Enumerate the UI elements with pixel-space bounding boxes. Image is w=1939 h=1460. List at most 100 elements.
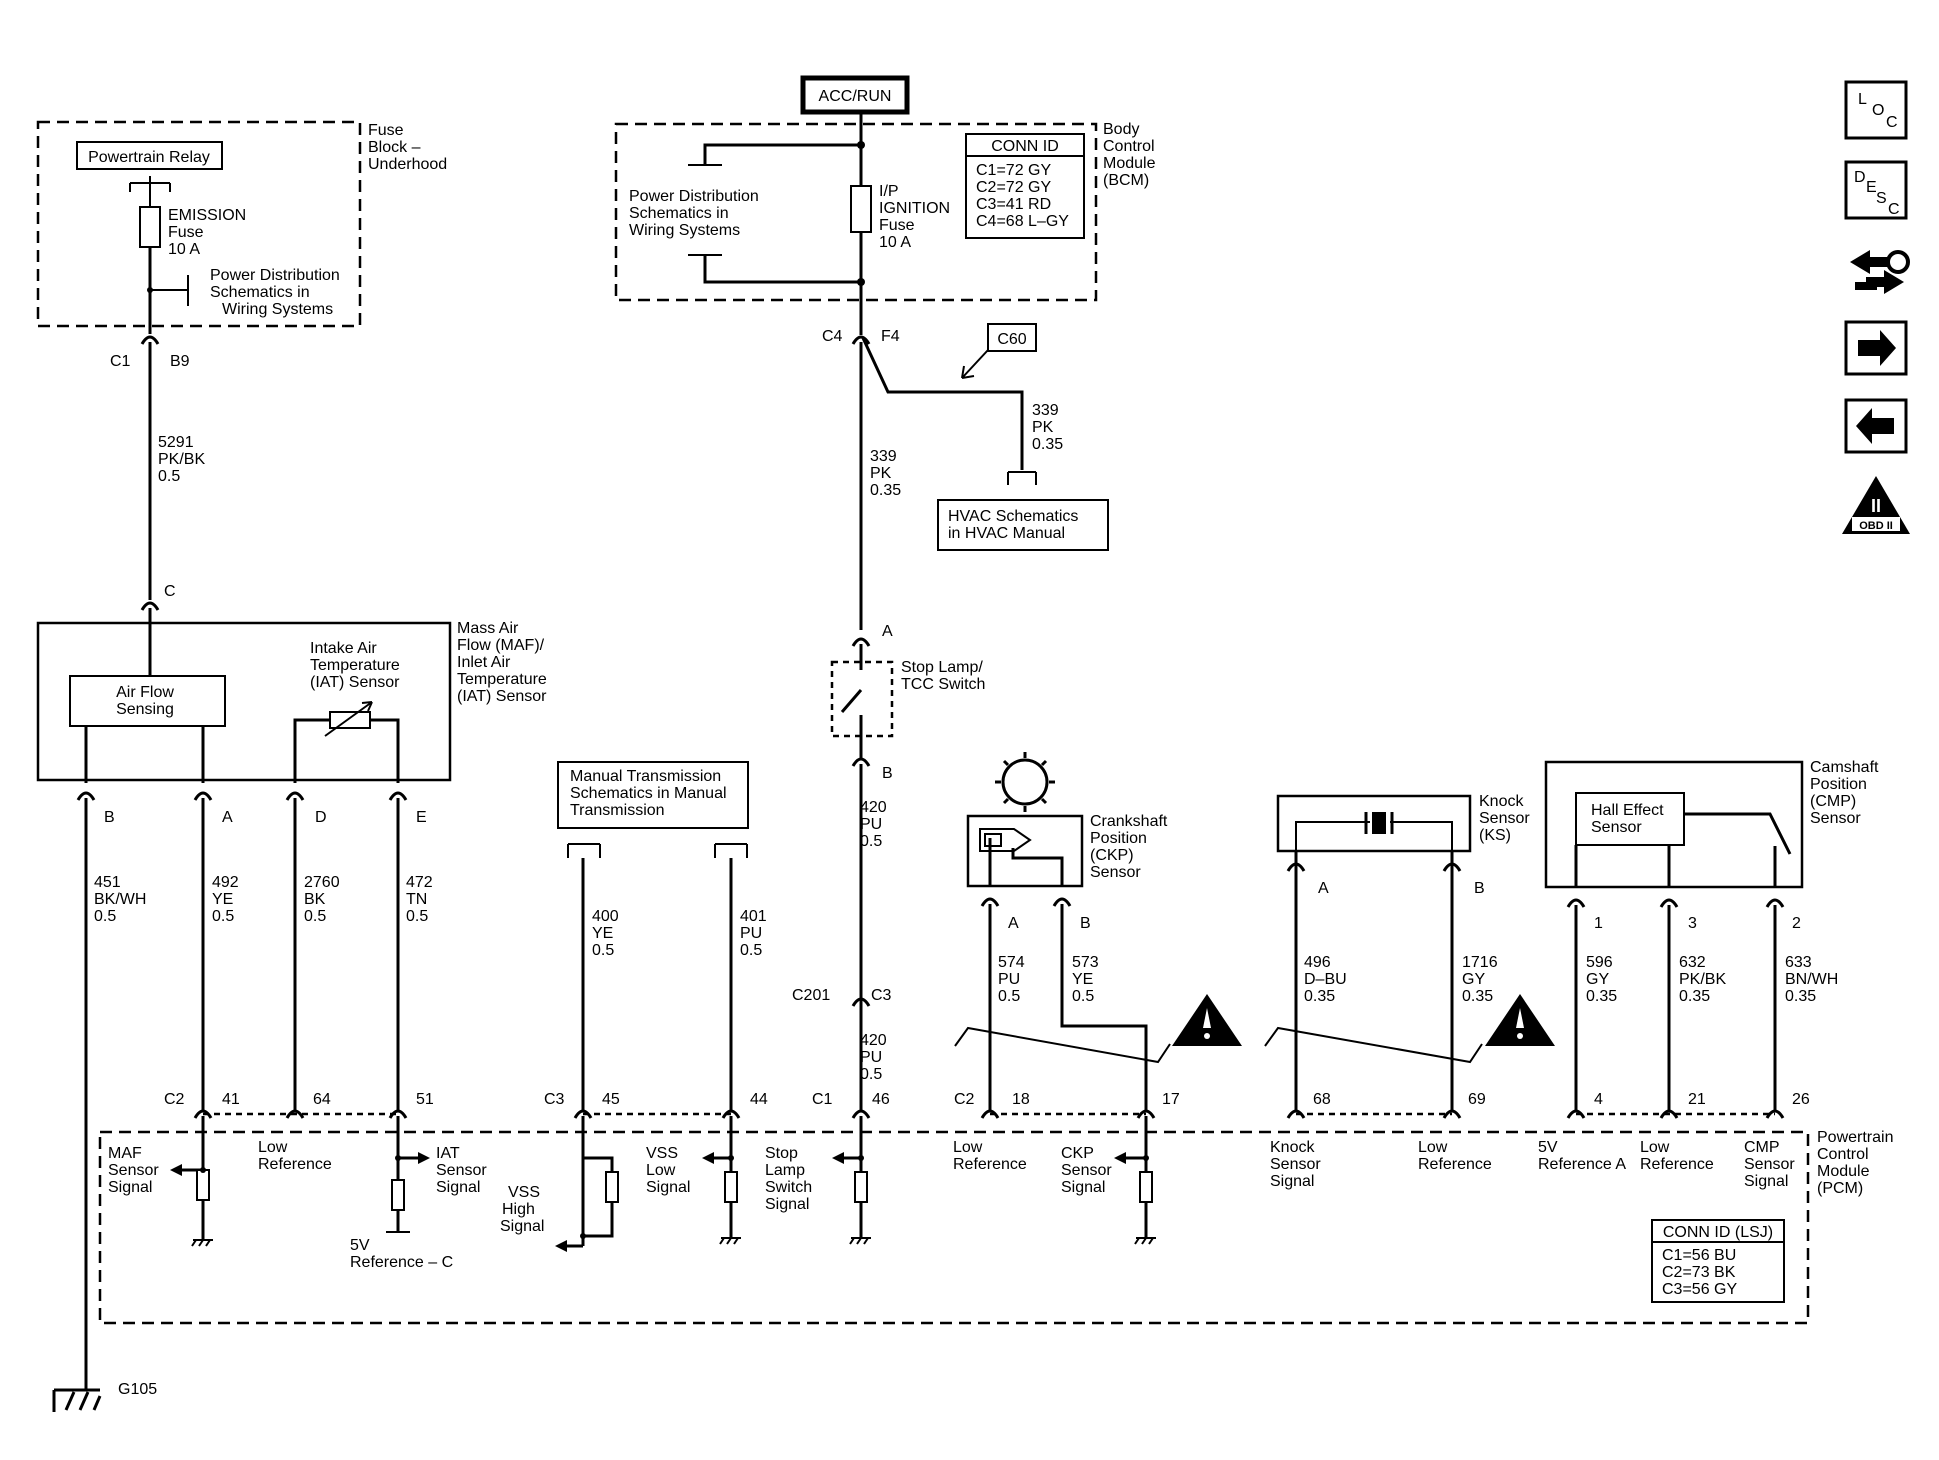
cmp-sensor-box [1544, 760, 1804, 889]
power-dist-branch [150, 275, 189, 306]
wire-339-hvac [861, 337, 1024, 470]
connector-c-maf [140, 601, 160, 611]
svg-text:C2=73 BK: C2=73 BK [1662, 1264, 1736, 1281]
maf-pins: B A D E [76, 791, 427, 826]
c201-label: C201 [792, 987, 830, 1004]
svg-text:C2=72 GY: C2=72 GY [976, 179, 1051, 196]
ckp-warning-icon [1172, 994, 1242, 1046]
pcm-pins: C2 41 64 51 C3 45 44 C1 46 C2 18 17 68 6… [164, 1091, 1810, 1119]
iat-thermistor [329, 711, 371, 729]
stop-lamp-title: Stop Lamp/ TCC Switch [901, 659, 987, 693]
svg-text:69: 69 [1468, 1091, 1486, 1108]
ks-crystal [1372, 812, 1386, 834]
stop-lamp-pin-b [851, 757, 871, 767]
c60-pointer [961, 349, 989, 379]
svg-text:21: 21 [1688, 1091, 1706, 1108]
pcm-internal-circuits [170, 1116, 1156, 1252]
loc-icon[interactable]: L O C [1844, 80, 1908, 140]
next-arrow-icon[interactable] [1844, 320, 1908, 376]
ks-warning-icon [1485, 994, 1555, 1046]
svg-text:Powertrain Relay: Powertrain Relay [88, 149, 210, 166]
ks-pin-a: A [1318, 880, 1329, 897]
cmp-internal [1667, 812, 1792, 887]
svg-text:26: 26 [1792, 1091, 1810, 1108]
maf-c-pin: C [164, 583, 176, 600]
svg-text:C2: C2 [164, 1091, 185, 1108]
connector-c1-b9 [140, 335, 160, 345]
desc-icon[interactable]: D E S C [1844, 160, 1908, 220]
hvac-schematics-ref: HVAC Schematics in HVAC Manual [937, 499, 1109, 551]
powertrain-relay: Powertrain Relay [76, 141, 223, 170]
emission-fuse-label: EMISSION Fuse 10 A [168, 207, 251, 258]
svg-text:Hall Effect: Hall Effect [1591, 802, 1664, 819]
bcm-boundary [614, 122, 1098, 302]
ckp-sensor-box [966, 814, 1084, 888]
svg-text:C60: C60 [997, 331, 1026, 348]
wire-496-1716 [1294, 851, 1454, 1110]
svg-text:C1=56 BU: C1=56 BU [1662, 1247, 1736, 1264]
svg-text:68: 68 [1313, 1091, 1331, 1108]
maf-internal-wires [84, 726, 205, 783]
stop-lamp-boundary [830, 660, 894, 738]
svg-text:B: B [104, 809, 115, 826]
obd-ii-icon[interactable]: II OBD II [1842, 476, 1910, 534]
hall-effect-sensor: Hall Effect Sensor [1575, 792, 1685, 846]
svg-text:O: O [1872, 102, 1884, 119]
ks-sensor-box [1276, 794, 1472, 853]
tools-icon[interactable] [1850, 250, 1910, 294]
iat-internal-wires [293, 718, 400, 783]
emission-fuse-symbol [139, 206, 161, 248]
fuse-block-boundary [36, 120, 362, 328]
relay-contact [129, 176, 171, 255]
svg-text:E: E [1866, 179, 1877, 196]
svg-text:45: 45 [602, 1091, 620, 1108]
svg-text:C3=41 RD: C3=41 RD [976, 196, 1051, 213]
svg-text:C1=72 GY: C1=72 GY [976, 162, 1051, 179]
ip-ignition-fuse-symbol [850, 185, 872, 233]
air-flow-sensing: Air Flow Sensing [69, 675, 226, 727]
svg-text:18: 18 [1012, 1091, 1030, 1108]
iat-sensor-label: Intake Air Temperature (IAT) Sensor [310, 640, 404, 691]
cmp-pin-3: 3 [1688, 915, 1697, 932]
cmp-pins [1566, 898, 1785, 908]
c60-label: C60 [987, 323, 1037, 352]
ground-g105: G105 [52, 1381, 157, 1412]
svg-text:A: A [222, 809, 233, 826]
power-dist-label-2: Power Distribution Schematics in Wiring … [629, 188, 763, 239]
svg-text:C1: C1 [812, 1091, 833, 1108]
ks-internal [1295, 821, 1453, 851]
svg-text:L: L [1858, 91, 1867, 108]
cmp-pin-2: 2 [1792, 915, 1801, 932]
maf-title: Mass Air Flow (MAF)/ Inlet Air Temperatu… [457, 620, 551, 705]
svg-text:C: C [1886, 114, 1898, 131]
ks-pin-b: B [1474, 880, 1485, 897]
power-dist-label-1: Power Distribution Schematics in Wiring … [210, 267, 344, 318]
ks-title: Knock Sensor (KS) [1479, 793, 1534, 844]
ckp-pin-a: A [1008, 915, 1019, 932]
b9-label: B9 [170, 353, 190, 370]
hvac-bracket [1007, 471, 1037, 485]
ckp-twisted-pair [954, 1026, 1171, 1064]
wire-5291-label: 5291 PK/BK 0.5 [158, 434, 210, 485]
manual-trans-brackets [567, 843, 748, 858]
c4-label: C4 [822, 328, 843, 345]
svg-text:Sensing: Sensing [116, 701, 174, 718]
f4-label: F4 [881, 328, 900, 345]
bcm-power-dist-brackets [688, 164, 722, 256]
prev-arrow-icon[interactable] [1844, 398, 1908, 454]
